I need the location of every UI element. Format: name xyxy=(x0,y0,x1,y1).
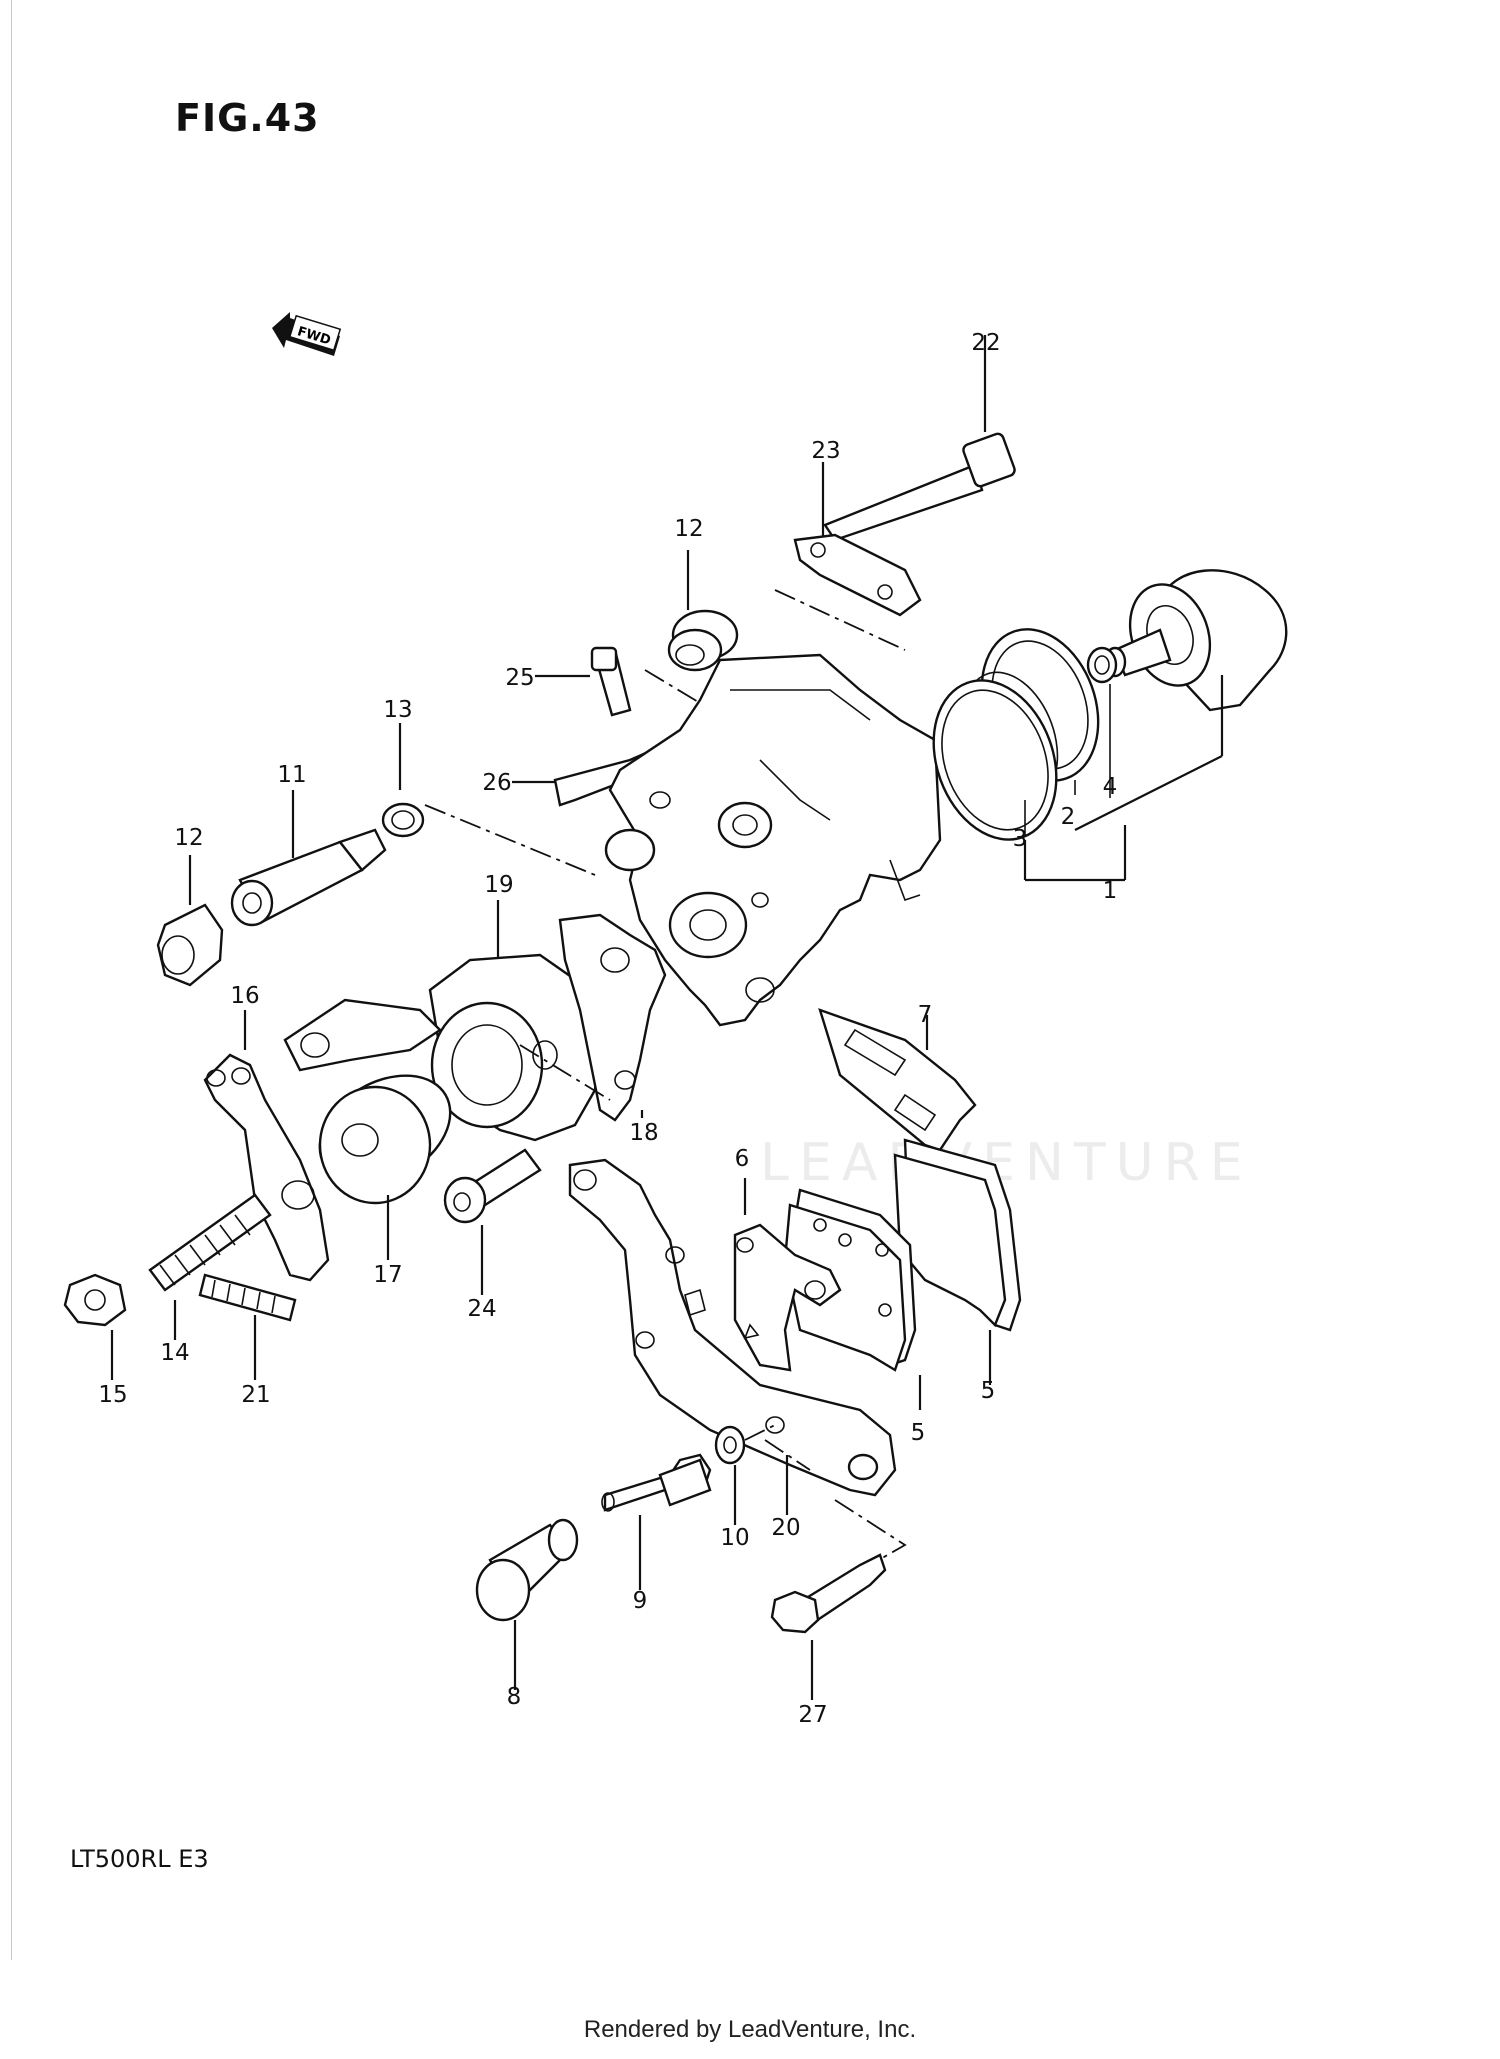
model-code: LT500RL E3 xyxy=(70,1845,209,1873)
part-7-shim xyxy=(818,1008,977,1152)
callout-1: 1 xyxy=(1103,878,1118,904)
part-25-bleeder-valve xyxy=(535,646,632,717)
callout-25: 25 xyxy=(505,665,534,691)
part-9-bolt xyxy=(601,1453,712,1590)
callout-4: 4 xyxy=(1103,774,1118,800)
callout-7: 7 xyxy=(918,1002,933,1028)
part-12-upper-boot xyxy=(644,550,739,716)
fwd-arrow-icon: FWD xyxy=(272,312,342,356)
part-22-slide-pin xyxy=(823,335,1016,542)
part-1-piston-set xyxy=(932,569,1288,882)
page-border-line xyxy=(11,0,12,1960)
callout-26: 26 xyxy=(482,770,511,796)
part-20-caliper-bracket xyxy=(568,1158,897,1515)
part-6-pad-shim xyxy=(733,1178,842,1372)
part-5-pad-outer xyxy=(893,1138,1022,1385)
callout-21: 21 xyxy=(241,1382,270,1408)
part-19-actuator xyxy=(428,900,602,1142)
callout-15: 15 xyxy=(98,1382,127,1408)
part-13-o-ring xyxy=(381,723,596,876)
callout-20: 20 xyxy=(771,1515,800,1541)
callout-18: 18 xyxy=(629,1120,658,1146)
callout-12-lower: 12 xyxy=(174,825,203,851)
part-23-pad-spring xyxy=(774,462,922,651)
callout-9: 9 xyxy=(633,1588,648,1614)
callout-16: 16 xyxy=(230,983,259,1009)
callout-23: 23 xyxy=(811,438,840,464)
callout-14: 14 xyxy=(160,1340,189,1366)
part-10-washer xyxy=(714,1424,776,1525)
callout-12-upper: 12 xyxy=(674,516,703,542)
callout-27: 27 xyxy=(798,1702,827,1728)
part-24-bolt xyxy=(443,1148,542,1295)
part-27-bracket-bolt xyxy=(770,1499,907,1700)
callout-17: 17 xyxy=(373,1262,402,1288)
callout-5-inner: 5 xyxy=(911,1420,926,1446)
part-12-lower-boot xyxy=(156,855,224,987)
part-14-adjuster-spring xyxy=(148,1193,272,1340)
callout-10: 10 xyxy=(720,1525,749,1551)
callout-labels: 1 2 3 4 5 5 6 7 8 9 10 11 12 12 13 14 15… xyxy=(98,330,1117,1728)
callout-2: 2 xyxy=(1061,804,1076,830)
part-5-pad-inner xyxy=(783,1188,922,1410)
watermark-text: LEADVENTURE xyxy=(760,1133,1253,1193)
render-credit: Rendered by LeadVenture, Inc. xyxy=(583,2016,917,2043)
callout-11: 11 xyxy=(277,762,306,788)
callout-6: 6 xyxy=(735,1146,750,1172)
part-11-sleeve xyxy=(230,790,387,927)
callout-5-outer: 5 xyxy=(981,1378,996,1404)
part-8-pin xyxy=(475,1518,579,1690)
callout-8: 8 xyxy=(507,1684,522,1710)
figure-title: FIG.43 xyxy=(175,96,320,140)
callout-22: 22 xyxy=(971,330,1000,356)
part-21-return-spring xyxy=(198,1273,297,1380)
caliper-housing xyxy=(604,653,942,1027)
part-15-nut xyxy=(63,1273,127,1380)
callout-13: 13 xyxy=(383,697,412,723)
callout-19: 19 xyxy=(484,872,513,898)
part-16-lever xyxy=(203,998,442,1282)
part-17-roller xyxy=(318,1074,452,1260)
part-18-gasket xyxy=(519,913,667,1122)
callout-3: 3 xyxy=(1013,826,1028,852)
callout-24: 24 xyxy=(467,1296,496,1322)
